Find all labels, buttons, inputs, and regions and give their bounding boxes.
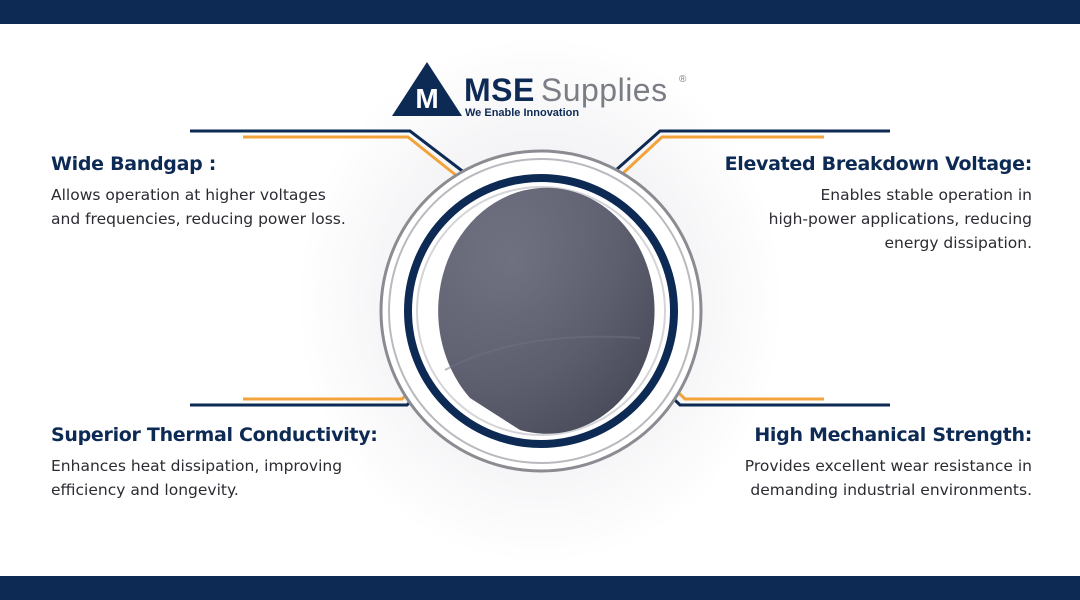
feature-title-wide-bandgap: Wide Bandgap : [51,153,217,175]
feature-desc-thermal-conductivity: Enhances heat dissipation, improving eff… [51,457,343,499]
feature-desc-wide-bandgap: Allows operation at higher voltages and … [51,186,346,228]
feature-title-thermal-conductivity: Superior Thermal Conductivity: [51,424,378,446]
logo-letter: M [415,83,439,114]
feature-title-mechanical-strength: High Mechanical Strength: [754,424,1032,446]
inner-gray-ring [416,186,666,436]
bottom-banner-bar [0,576,1080,600]
feature-desc-breakdown-voltage: Enables stable operation in high-power a… [768,186,1032,252]
top-banner-bar [0,0,1080,24]
brand-tagline: We Enable Innovation [465,107,580,119]
registered-mark: ® [679,74,687,85]
brand-name-suffix: Supplies [540,72,668,108]
outer-light-ring [388,158,694,464]
brand-name: MSE [464,72,535,108]
silicon-carbide-wafer-image [438,187,655,434]
mse-logo-mark [392,62,462,116]
connector-top-left [190,129,479,190]
feature-title-breakdown-voltage: Elevated Breakdown Voltage: [724,153,1033,175]
connector-bottom-right [652,373,890,407]
feature-desc-mechanical-strength: Provides excellent wear resistance in de… [744,457,1032,499]
